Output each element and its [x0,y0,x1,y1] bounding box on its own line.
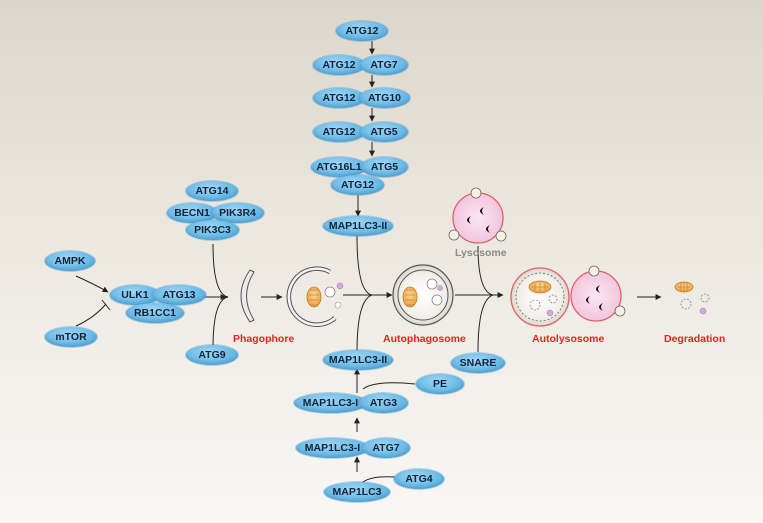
pe-lipid: PE [416,374,464,394]
atg7-protein: ATG7 [362,438,410,458]
atg12-protein: ATG12 [331,175,384,195]
lysosome-shape [448,187,507,244]
pik3r4-protein: PIK3R4 [211,203,264,223]
atg10-protein: ATG10 [359,88,410,108]
atg5-protein: ATG5 [361,157,408,177]
atg9-protein: ATG9 [186,345,238,365]
mtor-protein: mTOR [45,327,97,347]
map1lc3-i-protein: MAP1LC3-I [296,438,369,458]
atg12-protein: ATG12 [313,88,365,108]
atg12-conjugation-arrows [355,41,375,217]
expanding-phagophore [286,266,344,327]
atg12-protein: ATG12 [313,55,365,75]
autophagosome-shape [392,264,454,326]
initiation-arrows [75,243,283,349]
atg16l1-protein: ATG16L1 [311,157,367,177]
autophagosome-label: Autophagosome [383,333,466,345]
atg5-protein: ATG5 [360,122,408,142]
ulk1-protein: ULK1 [110,285,160,305]
atg14-protein: ATG14 [186,181,238,201]
map1lc3-ii-protein: MAP1LC3-II [323,350,393,370]
phagophore-label: Phagophore [233,333,295,345]
map1lc3-ii-protein: MAP1LC3-II [323,216,393,236]
degradation-label: Degradation [664,333,726,345]
atg13-protein: ATG13 [152,285,206,305]
atg12-protein: ATG12 [336,21,388,41]
ampk-protein: AMPK [45,251,95,271]
rb1cc1-protein: RB1CC1 [126,303,184,323]
autolysosome-shape [510,265,626,327]
atg4-protein: ATG4 [394,469,444,489]
pik3c3-protein: PIK3C3 [186,220,239,240]
atg3-protein: ATG3 [359,393,408,413]
atg7-protein: ATG7 [360,55,408,75]
degradation-products [674,281,710,315]
map1lc3-i-protein: MAP1LC3-I [294,393,367,413]
autophagosome-arrows [343,235,393,353]
lysosome-label: Lysosome [455,247,507,259]
atg12-protein: ATG12 [313,122,365,142]
autolysosome-label: Autolysosome [532,333,605,345]
becn1-protein: BECN1 [167,203,217,223]
fusion-arrows [455,245,504,353]
snare-protein: SNARE [451,353,505,373]
lc3-lipidation-arrows [354,368,416,484]
map1lc3-protein: MAP1LC3 [324,482,390,502]
phagophore-shape [240,269,255,323]
